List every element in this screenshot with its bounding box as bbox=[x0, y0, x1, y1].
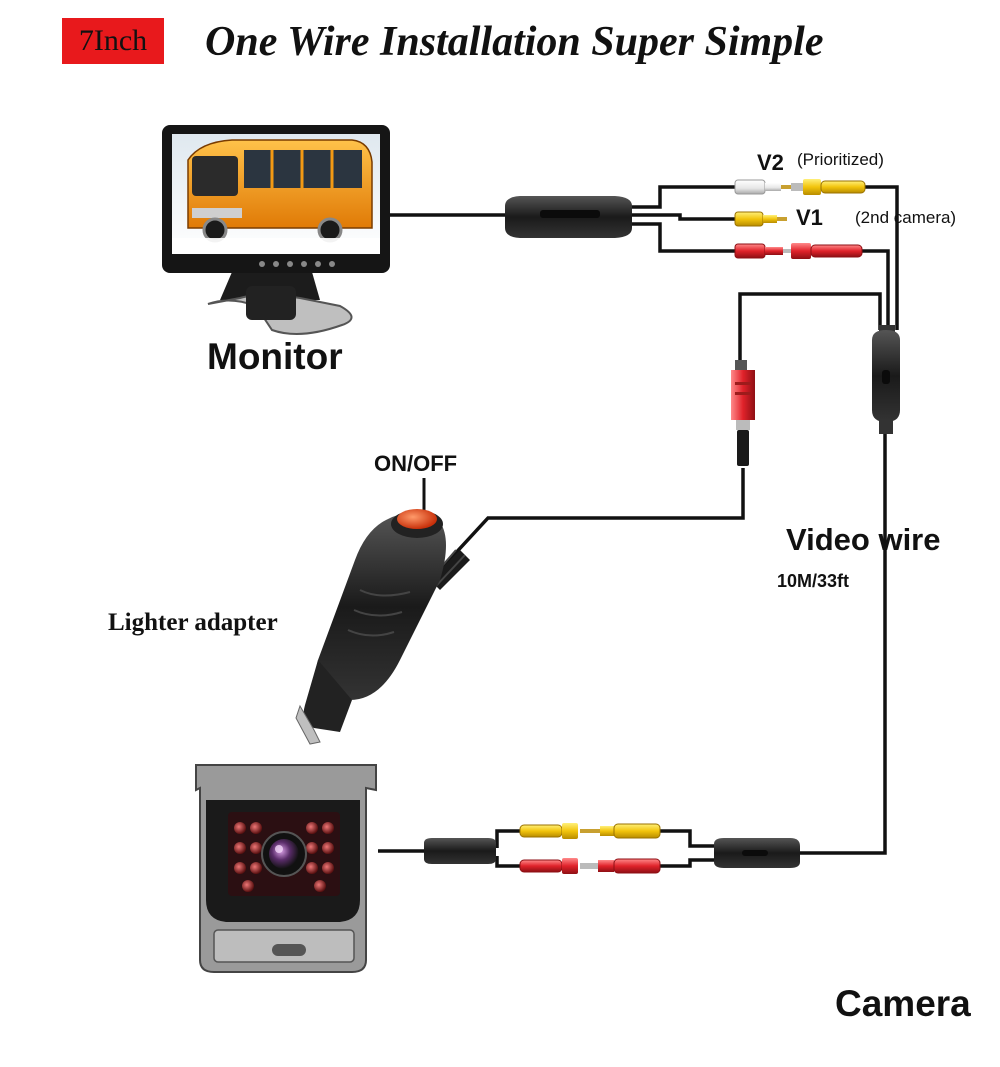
camera-yellow-plug bbox=[580, 823, 661, 839]
video-wire-label: Video wire bbox=[786, 522, 941, 557]
video-cable-inline-block bbox=[872, 325, 900, 434]
video-wire bbox=[798, 432, 887, 855]
camera-red-jack bbox=[519, 858, 578, 874]
video-wire-length: 10M/33ft bbox=[777, 571, 850, 591]
video-cable-end-block bbox=[714, 838, 800, 868]
size-badge: 7Inch bbox=[62, 18, 164, 64]
wire-lighter bbox=[438, 468, 745, 572]
wire-power-branch bbox=[738, 292, 882, 362]
wire-cam-yellow-left bbox=[495, 829, 520, 848]
on-off-switch bbox=[397, 509, 437, 529]
camera bbox=[195, 764, 377, 973]
power-branch-red-plug bbox=[731, 360, 755, 466]
wire-cam-yellow-right bbox=[660, 829, 716, 848]
camera-red-plug bbox=[580, 858, 661, 874]
v1-label: V1 bbox=[796, 205, 823, 230]
v2-label: V2 bbox=[757, 150, 784, 175]
second-camera-note: (2nd camera) bbox=[855, 208, 957, 227]
bus-icon bbox=[187, 139, 373, 243]
camera-ir-leds bbox=[234, 822, 334, 892]
lighter-adapter-label: Lighter adapter bbox=[108, 609, 278, 636]
rca-v1-yellow-plug bbox=[734, 211, 787, 227]
page-title: One Wire Installation Super Simple bbox=[205, 19, 824, 65]
camera-label: Camera bbox=[835, 983, 971, 1024]
monitor-splitter bbox=[505, 196, 632, 238]
camera-splitter bbox=[424, 838, 496, 864]
power-red-jack bbox=[791, 243, 863, 259]
wire-power bbox=[628, 222, 735, 253]
power-red-plug bbox=[734, 243, 791, 259]
rca-v2-white-plug bbox=[734, 179, 791, 195]
wire-cam-red-left bbox=[495, 856, 520, 868]
wire-second-camera bbox=[865, 185, 899, 330]
lighter-adapter bbox=[295, 478, 470, 745]
monitor-label: Monitor bbox=[207, 336, 343, 377]
monitor bbox=[162, 125, 390, 335]
v2-prioritized-note: (Prioritized) bbox=[797, 150, 884, 169]
on-off-label: ON/OFF bbox=[374, 451, 458, 476]
wiring bbox=[378, 185, 899, 868]
wire-v1 bbox=[628, 213, 735, 221]
wire-power-return bbox=[862, 249, 890, 330]
wire-v2 bbox=[628, 185, 735, 209]
lighter-adapter-body bbox=[315, 513, 446, 700]
monitor-stand-joint bbox=[246, 286, 296, 320]
rca-v2-yellow-jack bbox=[791, 179, 866, 195]
camera-lens bbox=[269, 839, 299, 869]
monitor-buttons bbox=[259, 261, 335, 267]
wire-cam-red-right bbox=[660, 858, 716, 868]
camera-yellow-jack bbox=[519, 823, 578, 839]
